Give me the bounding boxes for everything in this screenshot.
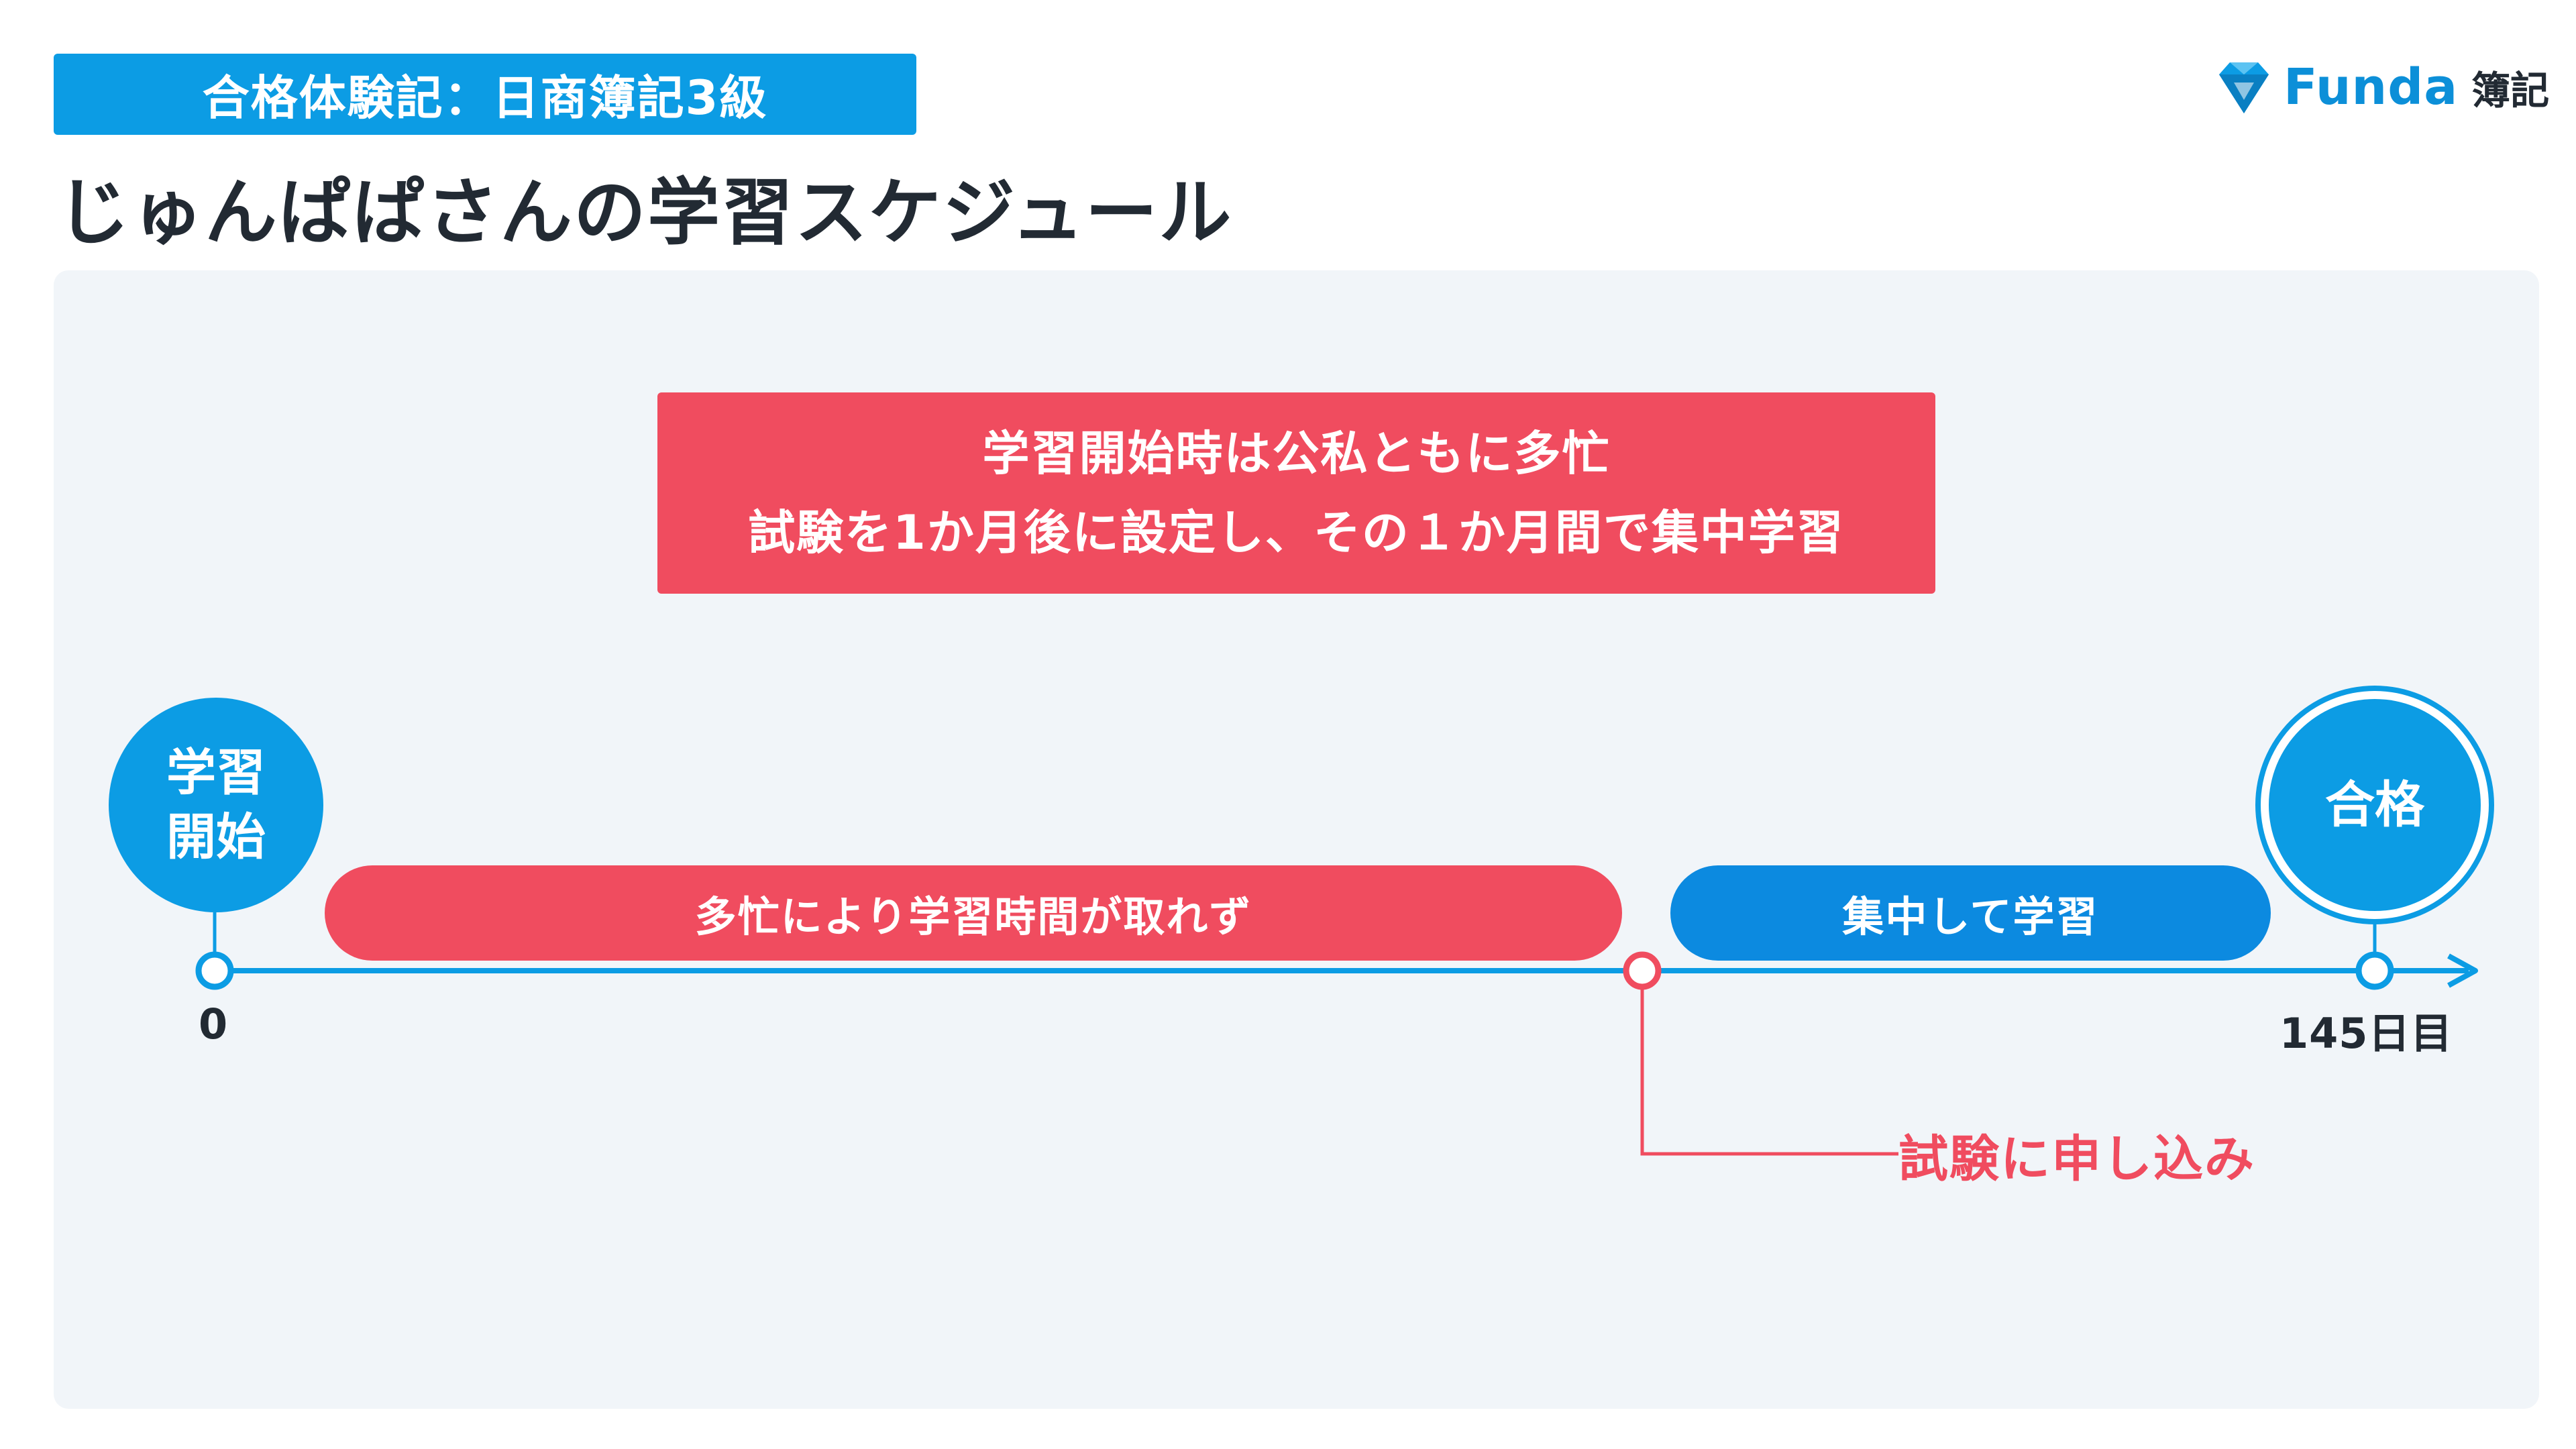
start-marker [195, 951, 234, 990]
funda-logo: Funda 簿記 [2214, 55, 2549, 119]
start-day-label: 0 [199, 1000, 229, 1049]
logo-subtext: 簿記 [2471, 68, 2550, 113]
page-title: じゅんぱぱさんの学習スケジュール [57, 171, 1233, 255]
study-start-circle: 学習 開始 [109, 698, 323, 912]
pass-circle: 合格 [2269, 699, 2481, 911]
focus-period-bar: 集中して学習 [1670, 865, 2271, 961]
end-day-label: 145日目 [2279, 1009, 2453, 1058]
study-start-line-2: 開始 [166, 808, 266, 866]
summary-note-line-2: 試験を1か月後に設定し、その１か月間で集中学習 [748, 505, 1845, 560]
timeline-arrow-icon [2447, 953, 2478, 988]
study-start-line-1: 学習 [166, 744, 266, 802]
summary-note: 学習開始時は公私ともに多忙 試験を1か月後に設定し、その１か月間で集中学習 [657, 392, 1935, 594]
summary-note-line-1: 学習開始時は公私ともに多忙 [982, 426, 1611, 481]
exam-application-label: 試験に申し込み [1898, 1130, 2255, 1188]
category-tag: 合格体験記：日商簿記3級 [54, 54, 916, 135]
logo-text: Funda [2284, 58, 2459, 116]
apply-marker [1623, 951, 1662, 990]
apply-connector [1640, 986, 1898, 1156]
busy-period-bar: 多忙により学習時間が取れず [325, 865, 1622, 961]
end-marker [2355, 951, 2394, 990]
diamond-logo-icon [2219, 62, 2269, 113]
